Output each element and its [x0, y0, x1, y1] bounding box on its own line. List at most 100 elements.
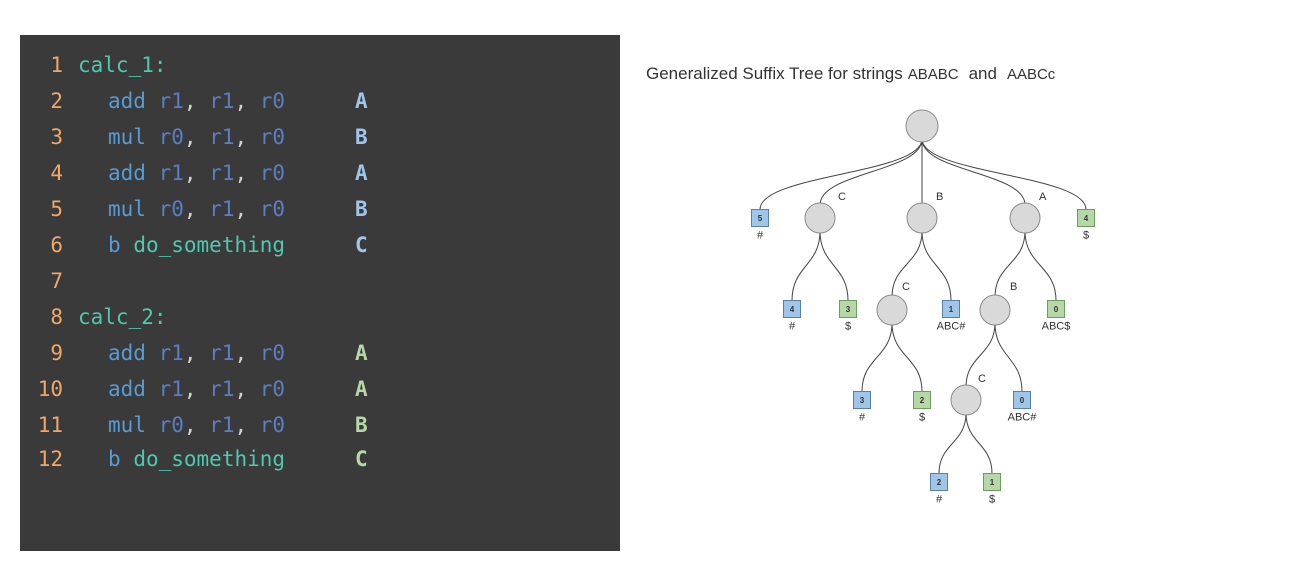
code-line: 11 mul r0, r1, r0 B — [20, 410, 620, 440]
code-punct: , — [234, 413, 260, 437]
leaf-index: 2 — [937, 478, 942, 487]
code-text: add r1, r1, r0 — [108, 338, 285, 368]
code-text: mul r0, r1, r0 — [108, 194, 285, 224]
line-number: 8 — [50, 305, 63, 329]
tree-internal-node — [906, 202, 938, 234]
code-register: r0 — [259, 89, 286, 113]
code-register: r0 — [259, 377, 286, 401]
code-text: b do_something — [108, 444, 285, 474]
code-register: r0 — [158, 197, 184, 221]
code-label: calc_1: — [78, 53, 167, 77]
block-tag: B — [355, 413, 368, 437]
tree-leaf-node — [1013, 391, 1031, 409]
tree-leaf-node — [853, 391, 871, 409]
code-register: r0 — [259, 341, 286, 365]
leaf-index: 1 — [990, 478, 995, 487]
code-line: 12 b do_something C — [20, 444, 620, 474]
code-target: do_something — [133, 233, 286, 257]
code-punct: , — [183, 89, 210, 113]
line-number: 1 — [50, 53, 63, 77]
code-register: r0 — [259, 161, 286, 185]
tree-internal-node — [979, 294, 1011, 326]
code-text: b do_something — [108, 230, 285, 260]
tree-edge — [861, 322, 893, 392]
tree-internal-node — [950, 384, 982, 416]
code-punct: , — [183, 161, 210, 185]
leaf-index: 4 — [1084, 214, 1089, 223]
leaf-index: 3 — [846, 305, 851, 314]
tree-edge — [891, 322, 923, 392]
code-punct: , — [234, 161, 260, 185]
tree-leaf-node — [913, 391, 931, 409]
leaf-suffix: ABC# — [1008, 412, 1038, 424]
leaf-index: 4 — [790, 305, 795, 314]
leaf-index: 0 — [1054, 305, 1059, 314]
block-tag: A — [355, 341, 368, 365]
code-punct: , — [234, 89, 260, 113]
code-line: 9 add r1, r1, r0 A — [20, 338, 620, 368]
line-number: 6 — [50, 233, 63, 257]
block-tag: A — [355, 161, 368, 185]
edge-label: B — [1010, 281, 1017, 293]
tree-leaf-node — [1077, 209, 1095, 227]
line-number: 10 — [37, 377, 63, 401]
code-register: r0 — [259, 125, 286, 149]
leaf-suffix: # — [757, 230, 764, 242]
code-register: r0 — [259, 197, 286, 221]
leaf-suffix: ABC# — [937, 321, 967, 333]
tree-leaf-node — [783, 300, 801, 318]
tree-leaf-node — [1047, 300, 1065, 318]
code-register: r1 — [158, 377, 184, 401]
code-op: b — [108, 233, 121, 257]
code-op: b — [108, 447, 121, 471]
line-number: 9 — [50, 341, 63, 365]
tree-internal-node — [1009, 202, 1041, 234]
tree-internal-node — [804, 202, 836, 234]
code-register: r1 — [209, 197, 235, 221]
code-register: r1 — [209, 341, 235, 365]
leaf-suffix: $ — [989, 494, 995, 506]
code-target: do_something — [133, 447, 286, 471]
code-op: mul — [108, 197, 146, 221]
code-punct: , — [234, 341, 260, 365]
tree-edge — [994, 322, 1023, 392]
code-op: add — [108, 341, 146, 365]
code-text: mul r0, r1, r0 — [108, 122, 285, 152]
leaf-index: 1 — [949, 305, 954, 314]
edge-label: C — [978, 373, 986, 385]
leaf-index: 0 — [1020, 396, 1025, 405]
edge-label: C — [902, 281, 910, 293]
tree-edge — [759, 138, 923, 210]
code-register: r1 — [209, 413, 235, 437]
code-register: r1 — [158, 161, 184, 185]
code-line: 7 — [20, 266, 620, 296]
code-register: r0 — [259, 413, 286, 437]
tree-edge — [965, 412, 993, 474]
line-number: 3 — [50, 125, 63, 149]
tree-edge — [921, 138, 1087, 210]
line-number: 7 — [50, 269, 63, 293]
block-tag: B — [355, 125, 368, 149]
code-text: add r1, r1, r0 — [108, 86, 285, 116]
code-punct: , — [183, 197, 210, 221]
leaf-suffix: $ — [919, 412, 925, 424]
code-text: mul r0, r1, r0 — [108, 410, 285, 440]
block-tag: C — [355, 447, 368, 471]
line-number: 2 — [50, 89, 63, 113]
tree-leaf-node — [930, 473, 948, 491]
code-text: add r1, r1, r0 — [108, 158, 285, 188]
code-line: 3 mul r0, r1, r0 B — [20, 122, 620, 152]
tree-edge — [938, 412, 967, 474]
tree-edge — [819, 138, 923, 206]
code-punct: , — [234, 377, 260, 401]
line-number: 11 — [37, 413, 63, 437]
leaf-index: 2 — [920, 396, 925, 405]
line-number: 12 — [37, 447, 63, 471]
